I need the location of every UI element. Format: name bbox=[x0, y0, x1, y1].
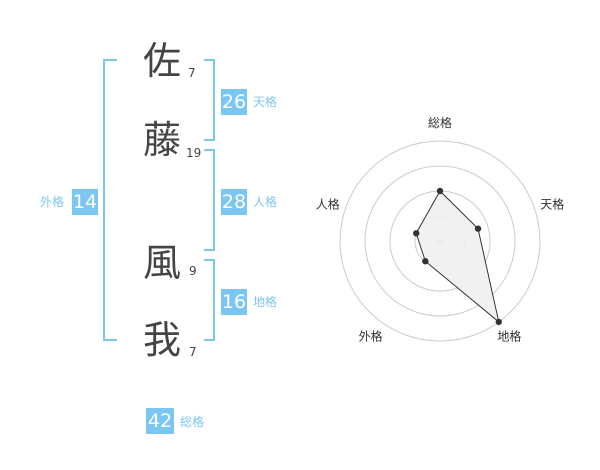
name-char-4: 我 bbox=[143, 318, 182, 362]
tenkaku-value: 26 bbox=[221, 89, 247, 115]
bracket-lines bbox=[103, 59, 215, 341]
name-char-1: 佐 bbox=[143, 39, 182, 83]
soukaku-label: 総格 bbox=[180, 415, 205, 429]
tenkaku-bracket bbox=[204, 59, 215, 141]
gaikaku-bracket bbox=[103, 59, 117, 341]
radar-data-area bbox=[415, 190, 500, 324]
name-char-2-strokes: 19 bbox=[186, 146, 202, 160]
jinkaku-bracket bbox=[204, 149, 215, 251]
name-char-3-strokes: 9 bbox=[189, 264, 197, 278]
gaikaku-value: 14 bbox=[72, 189, 98, 215]
name-char-2: 藤 bbox=[143, 118, 182, 162]
radar-axis-label-1: 総格 bbox=[428, 115, 452, 130]
chikaku-bracket bbox=[204, 259, 215, 341]
radar-axis-label-2: 天格 bbox=[540, 197, 564, 212]
gaikaku-label: 外格 bbox=[40, 195, 65, 209]
radar-ring bbox=[339, 140, 541, 342]
chikaku-label: 地格 bbox=[253, 295, 278, 309]
name-char-3: 風 bbox=[143, 241, 182, 285]
name-char-4-strokes: 7 bbox=[189, 345, 197, 359]
chikaku-value: 16 bbox=[221, 289, 247, 315]
radar-axis-label-3: 地格 bbox=[497, 329, 521, 344]
jinkaku-label: 人格 bbox=[253, 195, 278, 209]
tenkaku-label: 天格 bbox=[253, 95, 278, 109]
radar-point-4 bbox=[422, 258, 429, 265]
radar-point-1 bbox=[436, 187, 444, 195]
soukaku-value: 42 bbox=[146, 408, 174, 434]
radar-point-2 bbox=[474, 225, 482, 232]
jinkaku-value: 28 bbox=[221, 189, 247, 215]
radar-data-points bbox=[413, 187, 502, 326]
radar-axis-label-4: 外格 bbox=[359, 329, 383, 344]
radar-point-3 bbox=[495, 318, 502, 326]
radar-point-5 bbox=[413, 230, 420, 237]
name-char-1-strokes: 7 bbox=[188, 66, 196, 80]
radar-rings bbox=[339, 140, 541, 342]
radar-ring bbox=[364, 165, 516, 317]
radar-axis-label-5: 人格 bbox=[316, 197, 340, 212]
